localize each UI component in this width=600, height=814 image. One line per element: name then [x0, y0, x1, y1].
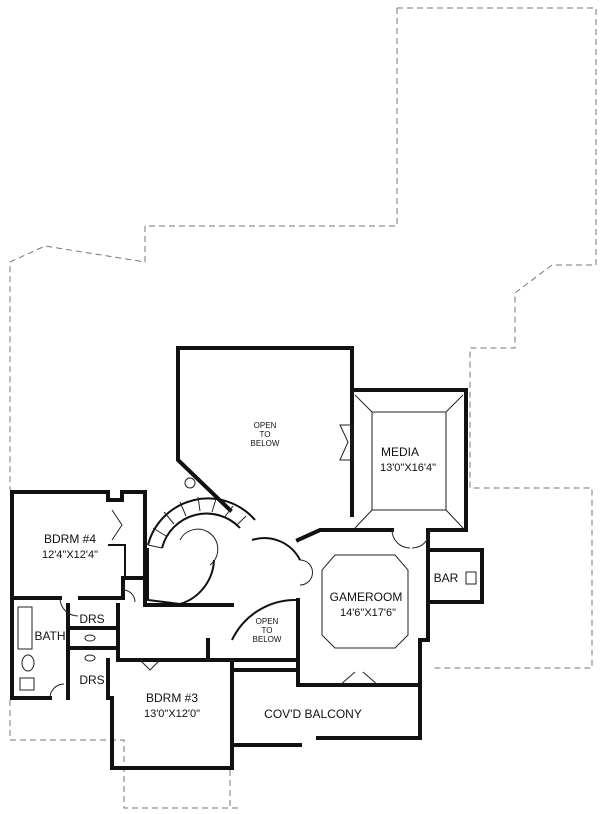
bath-label: BATH	[34, 629, 65, 643]
lower-floor-outline	[9, 7, 597, 809]
bar-label: BAR	[434, 571, 459, 585]
gameroom-tray-ceiling	[321, 554, 409, 649]
bdrm3-dims: 13'0"X12'0"	[144, 708, 200, 720]
open-below-lower-3: BELOW	[253, 635, 282, 644]
open-below-lower-2: TO	[262, 626, 273, 635]
gameroom-name: GAMEROOM	[330, 590, 403, 604]
walls	[10, 346, 484, 770]
room-labels: BDRM #4 12'4"X12'4" MEDIA 13'0"X16'4" GA…	[34, 421, 458, 721]
open-below-upper-2: TO	[260, 430, 271, 439]
open-below-lower-1: OPEN	[256, 617, 279, 626]
doors	[49, 509, 431, 699]
media-dims: 13'0"X16'4"	[380, 462, 436, 474]
spiral-staircase	[147, 477, 301, 641]
drs-upper-label: DRS	[79, 612, 104, 626]
gameroom-dims: 14'6"X17'6"	[340, 607, 396, 619]
open-below-upper-1: OPEN	[254, 421, 277, 430]
media-name: MEDIA	[381, 445, 419, 459]
open-below-upper-3: BELOW	[251, 439, 280, 448]
bdrm4-dims: 12'4"X12'4"	[42, 549, 98, 561]
drs-lower-label: DRS	[79, 673, 104, 687]
bdrm3-name: BDRM #3	[146, 691, 198, 705]
fixtures	[17, 571, 477, 691]
bdrm4-name: BDRM #4	[44, 532, 96, 546]
media-tray-ceiling	[339, 394, 464, 529]
balcony-label: COV'D BALCONY	[264, 707, 362, 721]
